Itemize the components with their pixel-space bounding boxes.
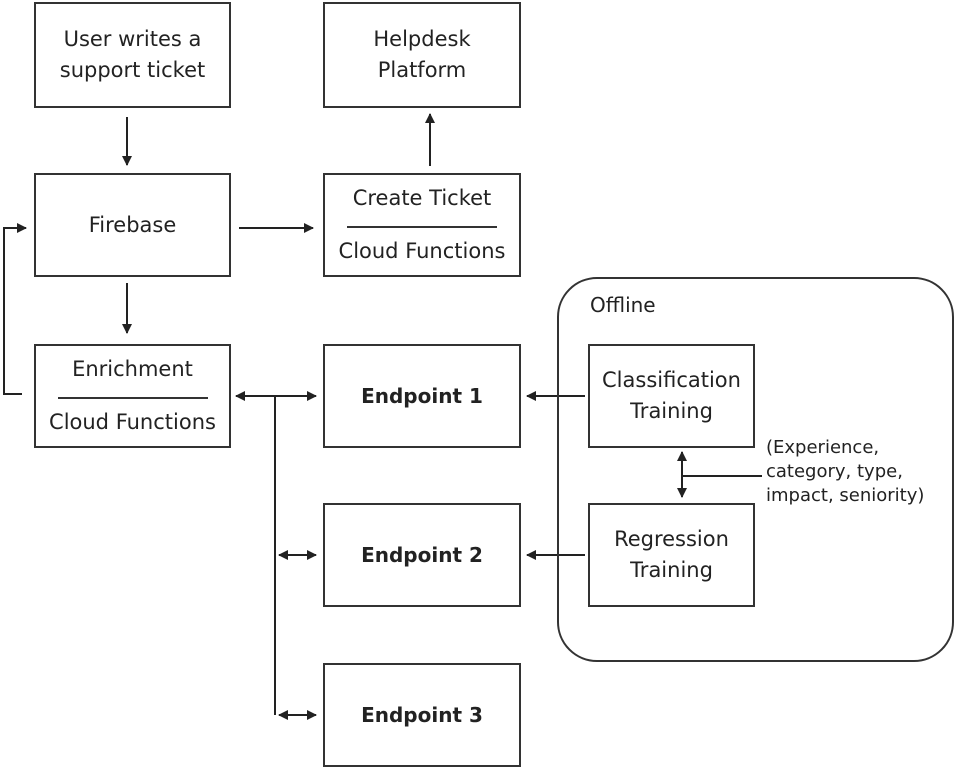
node-enrichment-title: Enrichment: [72, 357, 193, 381]
node-user-ticket-line-2: support ticket: [59, 58, 206, 82]
node-endpoint-1[interactable]: Endpoint 1: [323, 344, 521, 448]
node-enrichment-subtitle: Cloud Functions: [49, 410, 216, 434]
node-regression-line-2: Training: [630, 558, 713, 582]
node-helpdesk-platform[interactable]: Helpdesk Platform: [323, 2, 521, 108]
node-classification-line-1: Classification: [602, 368, 741, 392]
node-firebase-label: Firebase: [88, 212, 177, 237]
node-endpoint-1-label: Endpoint 1: [361, 383, 483, 408]
arrow-enrichment-loop-to-firebase: [3, 223, 27, 395]
node-helpdesk-line-2: Platform: [377, 58, 467, 82]
annotation-line-3: impact, seniority): [766, 485, 925, 506]
node-create-ticket[interactable]: Create Ticket Cloud Functions: [323, 173, 521, 277]
node-regression-line-1: Regression: [614, 527, 729, 551]
node-enrichment-divider: [57, 397, 208, 399]
offline-group-label: Offline: [590, 293, 656, 317]
node-firebase[interactable]: Firebase: [34, 173, 231, 277]
annotation-model-targets: (Experience, category, type, impact, sen…: [766, 436, 924, 508]
node-helpdesk-line-1: Helpdesk: [373, 27, 471, 51]
node-endpoint-2[interactable]: Endpoint 2: [323, 503, 521, 607]
node-enrichment[interactable]: Enrichment Cloud Functions: [34, 344, 231, 448]
node-endpoint-2-label: Endpoint 2: [361, 542, 483, 567]
node-user-ticket-line-1: User writes a: [63, 27, 202, 51]
node-regression-training[interactable]: Regression Training: [588, 503, 755, 607]
node-classification-line-2: Training: [630, 399, 713, 423]
node-create-ticket-title: Create Ticket: [352, 186, 492, 210]
annotation-line-2: category, type,: [766, 461, 903, 482]
node-classification-training[interactable]: Classification Training: [588, 344, 755, 448]
annotation-line-1: (Experience,: [766, 437, 880, 458]
node-create-ticket-divider: [347, 226, 497, 228]
node-endpoint-3-label: Endpoint 3: [361, 702, 483, 727]
node-create-ticket-subtitle: Cloud Functions: [338, 239, 506, 263]
node-user-ticket[interactable]: User writes a support ticket: [34, 2, 231, 108]
node-endpoint-3[interactable]: Endpoint 3: [323, 663, 521, 767]
offline-group: [557, 277, 954, 662]
